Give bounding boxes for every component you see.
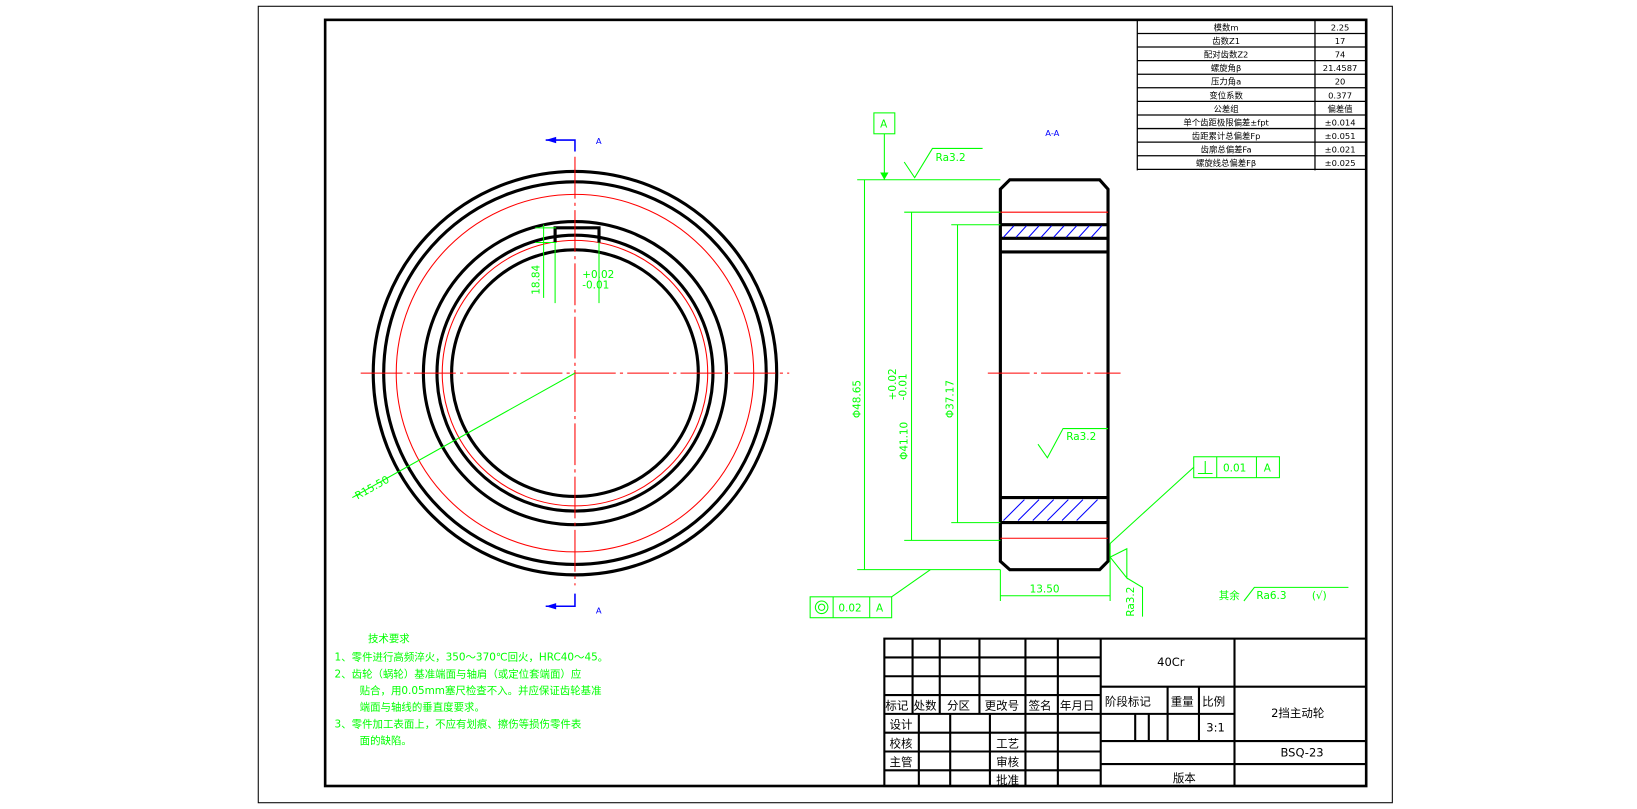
pitch-diameter-dimension: Φ41.10 xyxy=(898,422,910,460)
param-label: 配对齿数Z2 xyxy=(1204,49,1248,59)
tech-line: 贴合，用0.05mm塞尺检查不入。并应保证齿轮基准 xyxy=(360,684,602,697)
param-value: 0.377 xyxy=(1328,90,1352,100)
perpendicularity-datum: A xyxy=(1264,462,1272,474)
section-view: A-A Φ48.65 Φ41.10 +0.02 -0.01 Φ37.17 13.… xyxy=(809,112,1349,619)
param-value: 74 xyxy=(1335,49,1346,59)
param-value: 21.4587 xyxy=(1323,63,1358,73)
concentricity-icon xyxy=(814,600,829,615)
svg-text:签名: 签名 xyxy=(1029,699,1052,713)
perpendicularity-icon xyxy=(1197,460,1213,475)
roughness-rest-symbol: (√) xyxy=(1312,590,1327,602)
perpendicularity-value: 0.01 xyxy=(1223,462,1246,474)
svg-text:设计: 设计 xyxy=(890,718,913,732)
svg-text:校核: 校核 xyxy=(890,736,913,750)
svg-text:分区: 分区 xyxy=(947,699,970,713)
roughness-mid: Ra3.2 xyxy=(1066,431,1096,443)
param-label: 单个齿距极限偏差±fpt xyxy=(1183,117,1269,127)
section-arrow-bottom xyxy=(545,593,576,608)
svg-text:标记: 标记 xyxy=(885,699,908,713)
title-block xyxy=(883,637,1368,788)
tech-line: 面的缺陷。 xyxy=(360,734,412,747)
bore-diameter-dimension: Φ37.17 xyxy=(944,380,956,418)
param-value: ±0.051 xyxy=(1325,131,1356,141)
svg-text:主管: 主管 xyxy=(890,755,913,769)
gear-parameter-table: 模数m 2.25 齿数Z1 17 配对齿数Z2 74 螺旋角β 21.4587 压力角a 20 变位… xyxy=(1136,19,1367,171)
svg-text:更改号: 更改号 xyxy=(985,699,1019,713)
tech-line: 2、齿轮（蜗轮）基准端面与轴肩（或定位套端面）应 xyxy=(335,667,582,680)
param-value: 偏差值 xyxy=(1328,104,1353,114)
param-value: 20 xyxy=(1335,77,1346,87)
section-label-bottom: A xyxy=(596,606,602,616)
param-label: 公差组 xyxy=(1214,104,1240,114)
svg-text:工艺: 工艺 xyxy=(996,736,1019,750)
roughness-top: Ra3.2 xyxy=(936,152,966,164)
param-value: 2.25 xyxy=(1331,22,1350,32)
width-dimension: 13.50 xyxy=(1030,584,1060,596)
title-block-text: 标记 处数 分区 更改号 签名 年月日 设计 校核 主管 工艺 审核 批准 40… xyxy=(885,655,1324,787)
svg-text:处数: 处数 xyxy=(914,699,937,713)
scale: 3:1 xyxy=(1206,721,1224,735)
roughness-side: Ra3.2 xyxy=(1125,587,1137,617)
param-label: 螺旋线总偏差Fβ xyxy=(1196,158,1256,168)
part-name: 2挡主动轮 xyxy=(1271,706,1325,720)
svg-text:版本: 版本 xyxy=(1173,771,1196,785)
section-view-label: A-A xyxy=(1045,128,1059,138)
tech-line: 3、零件加工表面上，不应有划痕、擦伤等损伤零件表 xyxy=(335,717,582,730)
hatching xyxy=(1003,225,1103,521)
keyway-tolerance-lower: -0.01 xyxy=(582,279,609,291)
param-label: 压力角a xyxy=(1211,77,1241,87)
param-label: 模数m xyxy=(1214,22,1239,32)
tech-title: 技术要求 xyxy=(368,632,410,645)
concentricity-frame xyxy=(809,596,893,619)
param-label: 变位系数 xyxy=(1209,90,1243,100)
roughness-rest-label: 其余 xyxy=(1219,589,1240,602)
param-value: ±0.025 xyxy=(1325,158,1356,168)
param-label: 螺旋角β xyxy=(1211,63,1241,73)
roughness-rest-value: Ra6.3 xyxy=(1256,590,1286,602)
param-value: ±0.021 xyxy=(1325,145,1356,155)
param-value: ±0.014 xyxy=(1325,117,1356,127)
param-label: 齿距累计总偏差Fp xyxy=(1192,131,1261,141)
svg-text:审核: 审核 xyxy=(996,755,1019,769)
param-label: 齿廓总偏差Fa xyxy=(1201,145,1252,155)
front-view: R15.50 18.84 +0.02 -0.01 A A xyxy=(352,136,790,616)
drawing-number: BSQ-23 xyxy=(1280,746,1323,760)
section-label-top: A xyxy=(596,136,602,146)
outer-diameter-dimension: Φ48.65 xyxy=(851,380,863,418)
datum-label: A xyxy=(880,119,888,131)
material: 40Cr xyxy=(1157,655,1185,669)
pitch-tolerance-upper: +0.02 xyxy=(887,368,899,400)
keyway-height-dimension: 18.84 xyxy=(530,265,542,295)
technical-requirements: 技术要求 1、零件进行高频淬火，350～370℃回火，HRC40～45。 2、齿… xyxy=(335,632,609,747)
svg-text:阶段标记: 阶段标记 xyxy=(1105,695,1151,709)
concentricity-datum: A xyxy=(876,602,884,614)
pitch-tolerance-lower: -0.01 xyxy=(897,373,909,400)
svg-text:年月日: 年月日 xyxy=(1060,699,1094,713)
tech-line: 1、零件进行高频淬火，350～370℃回火，HRC40～45。 xyxy=(335,651,609,664)
keyway-tolerance-upper: +0.02 xyxy=(582,269,614,281)
outer-frame xyxy=(257,5,1393,804)
concentricity-value: 0.02 xyxy=(838,602,861,614)
section-arrow-top xyxy=(545,139,576,152)
keyway xyxy=(553,226,601,243)
inner-frame xyxy=(323,18,1368,788)
radius-dimension: R15.50 xyxy=(353,474,391,503)
tech-line: 端面与轴线的垂直度要求。 xyxy=(360,701,485,714)
param-label: 齿数Z1 xyxy=(1212,36,1240,46)
svg-text:比例: 比例 xyxy=(1202,695,1225,709)
radius-leader xyxy=(352,372,576,498)
param-value: 17 xyxy=(1335,36,1346,46)
svg-text:重量: 重量 xyxy=(1171,695,1194,709)
svg-text:批准: 批准 xyxy=(996,773,1019,787)
